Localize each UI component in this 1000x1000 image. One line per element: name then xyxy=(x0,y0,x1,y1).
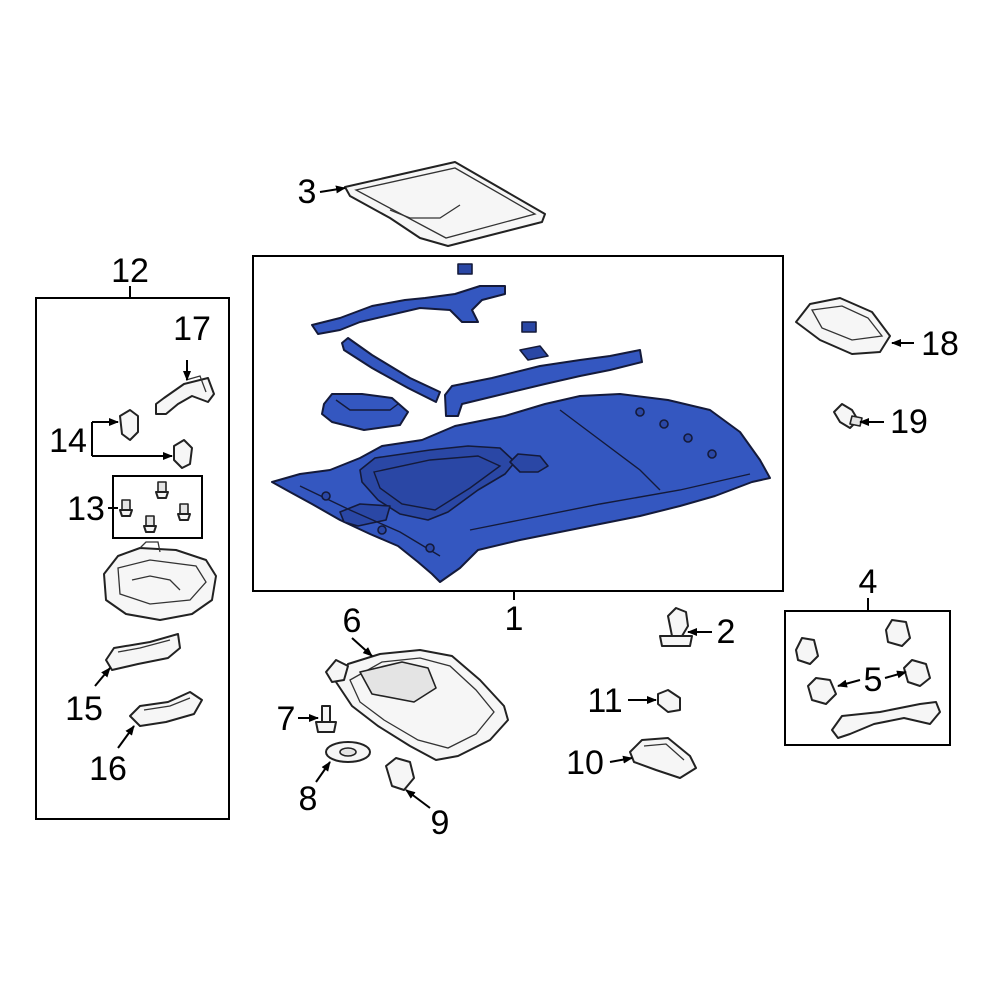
callout-4: 4 xyxy=(859,563,878,601)
vanity-lamp[interactable] xyxy=(629,737,697,779)
callout-14: 14 xyxy=(49,422,87,460)
assist-grip-cap-a[interactable] xyxy=(807,677,837,705)
callout-17: 17 xyxy=(173,310,211,348)
screw[interactable] xyxy=(315,705,337,733)
visor-clip[interactable] xyxy=(385,757,415,791)
callout-6: 6 xyxy=(343,602,362,640)
callout-13: 13 xyxy=(67,490,105,528)
clip-a[interactable] xyxy=(119,409,139,441)
callout-1: 1 xyxy=(505,600,524,638)
callout-12: 12 xyxy=(111,252,149,290)
callout-11: 11 xyxy=(587,682,622,720)
clip-b[interactable] xyxy=(173,439,193,469)
lamp-lens-16[interactable] xyxy=(129,691,203,727)
callout-3: 3 xyxy=(298,173,317,211)
callout-18: 18 xyxy=(921,325,959,363)
assist-grip[interactable] xyxy=(831,701,941,739)
bulb[interactable] xyxy=(833,403,863,429)
assist-grip-cover-a[interactable] xyxy=(795,637,819,665)
lamp-lens-15[interactable] xyxy=(105,633,181,671)
callout-10: 10 xyxy=(566,744,604,782)
visor-holder[interactable] xyxy=(325,741,371,763)
retainer-clip[interactable] xyxy=(659,607,693,647)
callout-16: 16 xyxy=(89,750,127,788)
dome-lamp-housing[interactable] xyxy=(103,541,217,621)
vanity-bulb[interactable] xyxy=(657,689,681,713)
callout-8: 8 xyxy=(299,780,318,818)
callout-7: 7 xyxy=(277,700,296,738)
callout-19: 19 xyxy=(890,403,928,441)
sun-visor[interactable] xyxy=(325,649,509,761)
assist-grip-cover-b[interactable] xyxy=(885,619,911,647)
assist-grip-cap-b[interactable] xyxy=(903,659,931,687)
bulb-set[interactable] xyxy=(119,481,191,533)
callout-5: 5 xyxy=(864,661,883,699)
callout-2: 2 xyxy=(717,613,736,651)
map-lamp[interactable] xyxy=(795,297,891,355)
sunshade-panel[interactable] xyxy=(344,161,546,247)
headliner-assembly[interactable] xyxy=(271,263,771,583)
callout-9: 9 xyxy=(431,804,450,842)
callout-15: 15 xyxy=(65,690,103,728)
